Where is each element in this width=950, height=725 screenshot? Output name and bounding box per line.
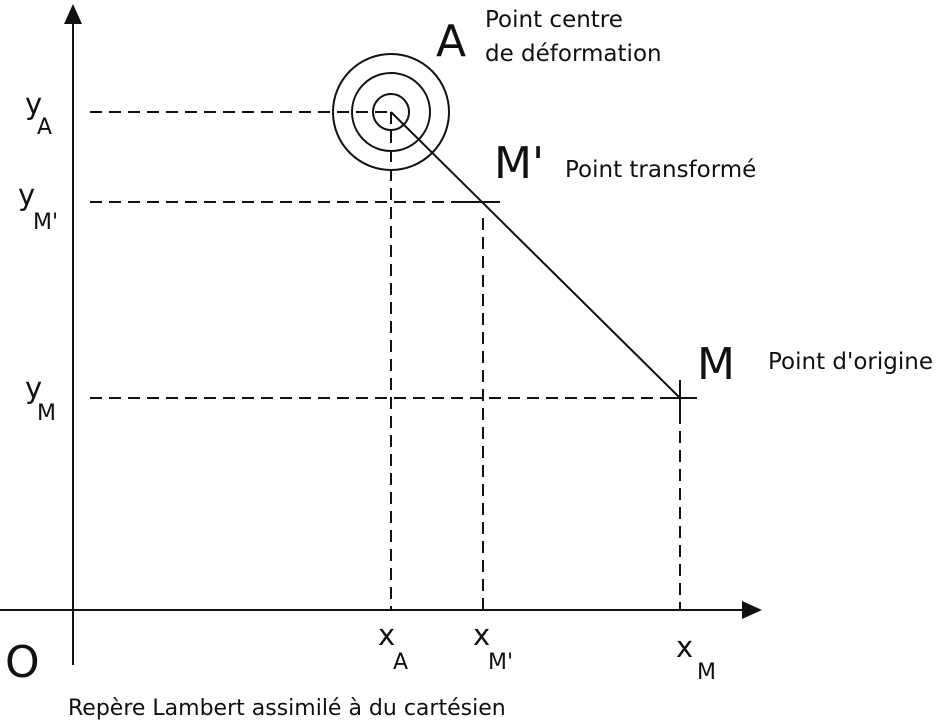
- point-m-letter: M: [697, 339, 735, 390]
- origin-label: O: [5, 637, 40, 688]
- x-label-a: x A: [378, 618, 408, 675]
- point-a-description-line1: Point centre: [485, 7, 623, 33]
- y-label-a: y A: [25, 87, 52, 140]
- y-axis-arrow: [64, 4, 82, 24]
- figure-caption: Repère Lambert assimilé à du cartésien: [68, 696, 506, 721]
- point-m-description: Point d'origine: [768, 349, 933, 375]
- point-a-letter: A: [436, 16, 466, 67]
- point-mp-letter: M': [494, 138, 544, 189]
- y-label-mp: y M': [18, 178, 58, 235]
- y-label-m: y M: [25, 371, 56, 426]
- x-label-m: x M: [676, 630, 716, 685]
- x-axis-arrow: [742, 601, 762, 619]
- point-mp-description: Point transformé: [565, 157, 756, 183]
- point-a-inner-circle: [372, 93, 410, 131]
- deformation-line: [390, 111, 681, 399]
- point-a-description-line2: de déformation: [485, 41, 662, 67]
- x-label-mp: x M': [473, 618, 513, 675]
